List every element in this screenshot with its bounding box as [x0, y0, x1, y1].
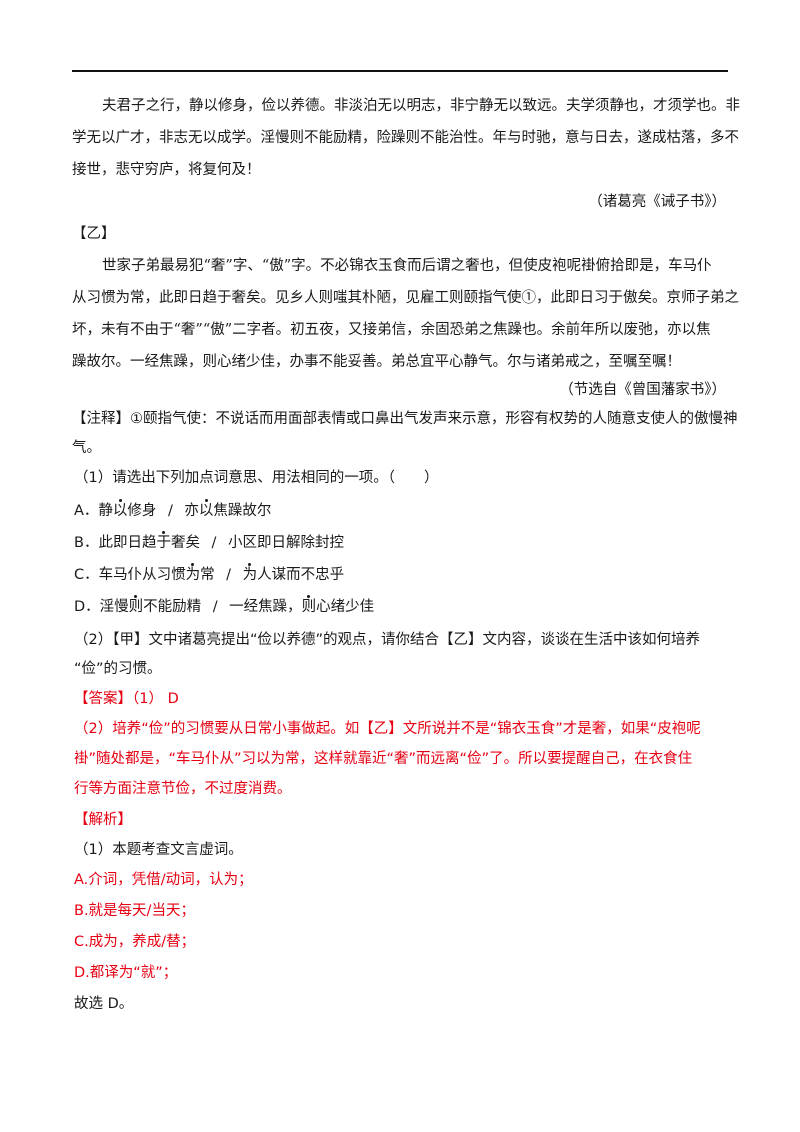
option-d-text-2: 不能励精 [143, 599, 202, 615]
option-b-text-1: B．此即日趋 [74, 535, 157, 551]
answer-line-2: （2）培养“俭”的习惯要从日常小事做起。如【乙】文所说并不是“锦衣玉食”才是奢，… [74, 721, 701, 737]
option-d: D．淫慢则不能励精/一经焦躁，则心绪少佳 [74, 597, 374, 617]
answer-line-4: 行等方面注意节俭，不过度消费。 [74, 781, 292, 797]
option-d-text-4: 心绪少佳 [316, 599, 375, 615]
jia-line-3: 接世，悲守穷庐，将复何及！ [72, 162, 261, 178]
q1-stem: （1）请选出下列加点词意思、用法相同的一项。（ ） [74, 470, 439, 486]
option-c-separator: / [226, 567, 232, 583]
q2-line-2: “俭”的习惯。 [74, 661, 162, 677]
analysis-item-d: D.都译为“就”； [74, 965, 178, 981]
option-d-separator: / [212, 599, 218, 615]
option-d-dotted-word-1: 则 [128, 599, 144, 615]
yi-line-1: 世家子弟最易犯“奢”字、“傲”字。不必锦衣玉食而后谓之奢也，但使皮袍呢褂俯拾即是… [102, 258, 712, 274]
yi-line-4: 躁故尔。一经焦躁，则心绪少佳，办事不能妥善。弟总宜平心静气。尔与诸弟戒之，至嘱至… [72, 354, 681, 370]
yi-source: （节选自《曾国藩家书》） [559, 382, 726, 398]
option-a-text-3: 亦 [184, 503, 199, 519]
yi-heading: 【乙】 [72, 226, 116, 242]
note-line-1: 【注释】①颐指气使：不说话而用面部表情或口鼻出气发声来示意，形容有权势的人随意支… [72, 411, 738, 427]
option-b-separator: / [211, 535, 217, 551]
option-c-text-3: 人谋而不忠乎 [257, 567, 345, 583]
analysis-heading: 【解析】 [74, 812, 132, 828]
analysis-intro: （1）本题考查文言虚词。 [74, 842, 243, 858]
answer-line-3: 褂”随处都是，“车马仆从”习以为常，这样就靠近“奢”而远离“俭”了。所以要提醒自… [74, 751, 693, 767]
jia-source: （诸葛亮《诫子书》） [588, 194, 726, 210]
option-a-separator: / [167, 503, 173, 519]
note-line-2: 气。 [72, 440, 101, 456]
option-d-dotted-word-2: 则 [301, 599, 317, 615]
option-b-text-2: 奢矣 [170, 535, 200, 551]
option-c-dotted-word-2: 为 [242, 567, 258, 583]
option-a-dotted-word-2: 以 [198, 503, 214, 519]
analysis-item-b: B.就是每天/当天； [74, 903, 195, 919]
jia-line-2: 学无以广才，非志无以成学。淫慢则不能励精，险躁则不能治性。年与时驰，意与日去，遂… [72, 130, 739, 146]
header-rule [72, 70, 728, 72]
option-c: C．车马仆从习惯为常/为人谋而不忠乎 [74, 565, 344, 585]
option-d-text-3: 一经焦躁， [229, 599, 302, 615]
option-b: B．此即日趋于奢矣 / 小区即日解除封控 [74, 533, 344, 553]
answer-line-1: 【答案】（1） D [74, 691, 179, 707]
option-b-dotted-word-1: 于 [156, 535, 171, 551]
analysis-conclusion: 故选 D。 [74, 996, 134, 1012]
option-a-text-1: A．静 [74, 503, 113, 519]
option-d-text-1: D．淫慢 [74, 599, 129, 615]
option-a: A．静以修身/亦以焦躁故尔 [74, 501, 271, 521]
analysis-item-c: C.成为，养成/替； [74, 934, 196, 950]
yi-line-2: 从习惯为常，此即日趋于奢矣。见乡人则嗤其朴陋，见雇工则颐指气使①，此即日习于傲矣… [72, 290, 739, 306]
option-c-dotted-word-1: 为 [185, 567, 201, 583]
option-a-text-4: 焦躁故尔 [213, 503, 272, 519]
option-b-text-3: 小区即日解除封控 [227, 535, 344, 551]
analysis-item-a: A.介词，凭借/动词，认为； [74, 872, 253, 888]
q2-line-1: （2）【甲】文中诸葛亮提出“俭以养德”的观点，请你结合【乙】文内容，谈谈在生活中… [74, 632, 700, 648]
option-c-text-2: 常 [200, 567, 215, 583]
jia-line-1: 夫君子之行，静以修身，俭以养德。非淡泊无以明志，非宁静无以致远。夫学须静也，才须… [102, 98, 740, 114]
option-a-dotted-word-1: 以 [112, 503, 128, 519]
option-a-text-2: 修身 [127, 503, 157, 519]
yi-line-3: 坏，未有不由于“奢”“傲”二字者。初五夜，又接弟信，余固恐弟之焦躁也。余前年所以… [72, 322, 711, 338]
option-c-text-1: C．车马仆从习惯 [74, 567, 186, 583]
